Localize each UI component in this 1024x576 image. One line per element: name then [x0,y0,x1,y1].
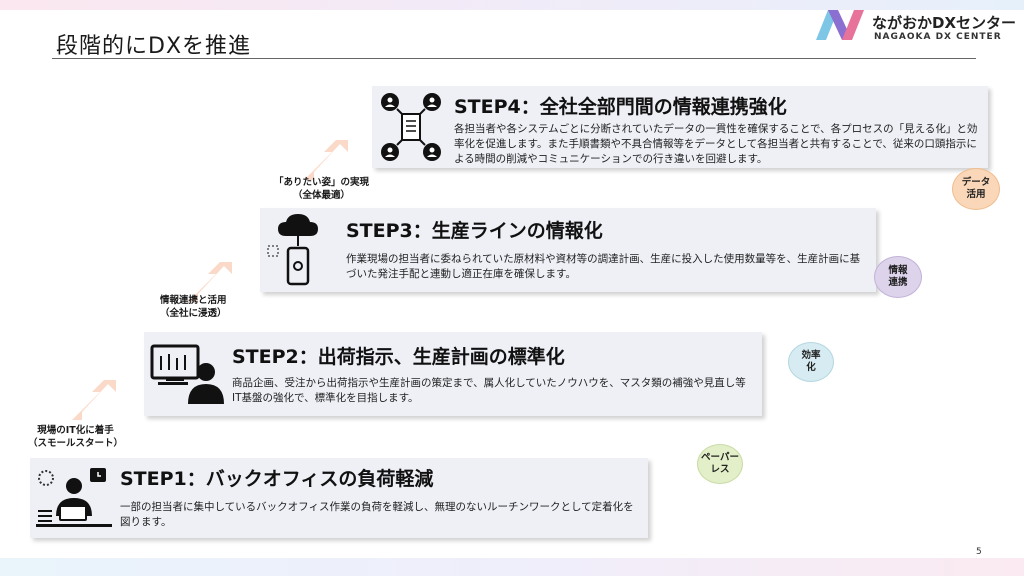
bubble-info-link: 情報連携 [874,256,922,298]
step4-description: 各担当者や各システムごとに分断されていたデータの一貫性を確保することで、各プロセ… [454,123,978,165]
page-title: 段階的にDXを推進 [56,34,252,59]
note-step3-line2: （全体最適） [293,190,351,201]
step2-card: STEP2：出荷指示、生産計画の標準化 商品企画、受注から出荷指示や生産計画の策… [144,332,762,416]
step2-title: STEP2：出荷指示、生産計画の標準化 [232,346,565,368]
bubble-data-use-line2: 活用 [966,189,986,200]
bubble-paperless-line1: ペーパー [701,452,739,463]
step1-title: STEP1：バックオフィスの負荷軽減 [120,468,434,490]
bubble-efficiency-line1: 効率 [801,350,821,361]
note-step2: 情報連携と活用 （全社に浸透） [160,294,227,320]
logo: ながおかDXセンター NAGAOKA DX CENTER [814,6,1017,46]
bubble-info-link-line2: 連携 [888,277,908,288]
step1-description: 一部の担当者に集中しているバックオフィス作業の負荷を軽減し、無理のないルーチンワ… [120,501,634,528]
bubble-paperless: ペーパーレス [697,444,743,484]
bubble-data-use-line1: データ [961,177,991,188]
note-step2-line1: 情報連携と活用 [160,295,227,306]
bubble-paperless-line2: レス [710,464,730,475]
step4-card: STEP4：全社全部門間の情報連携強化 各担当者や各システムごとに分断されていた… [372,86,988,168]
cloud-smartphone-icon [267,214,318,286]
network-document-icon [381,93,441,161]
logo-text-en: NAGAOKA DX CENTER [874,32,1002,42]
desk-worker-icon [36,468,112,527]
logo-mark-icon [816,10,864,40]
bottom-gradient-band [0,558,1024,576]
page-number: 5 [976,547,982,557]
monitor-user-icon [150,344,224,404]
logo-text-jp: ながおかDXセンター [872,14,1017,32]
note-step3: 「ありたい姿」の実現 （全体最適） [274,176,369,202]
note-step1: 現場のIT化に着手 （スモールスタート） [28,424,123,450]
step-arrow-2 [188,262,232,302]
step2-description: 商品企画、受注から出荷指示や生産計画の策定まで、属人化していたノウハウを、マスタ… [232,377,746,404]
note-step1-line1: 現場のIT化に着手 [37,425,114,436]
title-underline [52,58,976,59]
step-arrow-1 [72,380,116,420]
step3-description: 作業現場の担当者に委ねられていた原材料や資材等の調達計画、生産に投入した使用数量… [346,253,861,280]
bubble-data-use: データ活用 [952,168,1000,210]
step3-card: STEP3：生産ラインの情報化 作業現場の担当者に委ねられていた原材料や資材等の… [260,208,876,292]
note-step2-line2: （全社に浸透） [160,308,227,319]
bubble-efficiency-line2: 化 [806,362,816,373]
step-arrow-3 [304,140,348,180]
step3-title: STEP3：生産ラインの情報化 [346,220,603,242]
step1-card: STEP1：バックオフィスの負荷軽減 一部の担当者に集中しているバックオフィス作… [30,458,648,538]
note-step1-line2: （スモールスタート） [28,438,124,449]
bubble-info-link-line1: 情報 [888,265,908,276]
note-step3-line1: 「ありたい姿」の実現 [274,177,370,188]
step4-title: STEP4：全社全部門間の情報連携強化 [454,96,787,118]
bubble-efficiency: 効率化 [788,342,834,382]
top-gradient-band [0,0,1024,10]
